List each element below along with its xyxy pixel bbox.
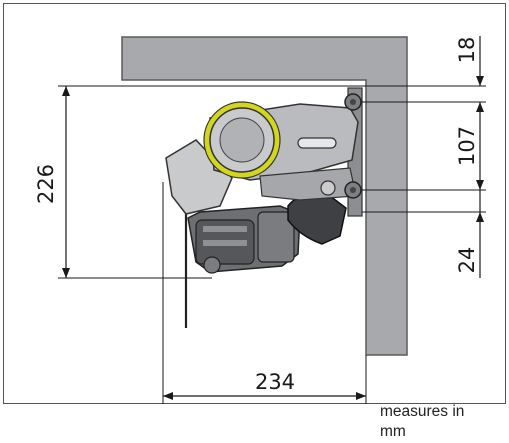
units-note: measures in mm — [380, 402, 509, 442]
drawing-frame — [3, 3, 506, 404]
left-bracket — [165, 139, 233, 215]
arrow-height-bottom — [62, 268, 70, 278]
units-note-line-2: mm — [380, 423, 406, 440]
dimension-label-top-offset: 18 — [455, 37, 479, 64]
dimension-label-mount-spacing: 107 — [455, 126, 479, 166]
dimension-label-bottom-offset: 24 — [455, 247, 479, 274]
arrow-bottom-offset — [476, 212, 484, 222]
lower-link-pin — [320, 180, 336, 196]
swing-arm-assembly — [165, 93, 362, 274]
dimension-right-stack: 18 107 24 — [362, 36, 486, 278]
dimension-total-height: 226 — [34, 85, 366, 279]
dimension-label-height: 226 — [34, 164, 58, 204]
arrow-width-left — [163, 392, 173, 400]
arm-slot — [297, 137, 337, 149]
arrow-mount-spacing — [476, 180, 484, 190]
pivot-hub-inner — [219, 117, 265, 163]
arrow-height-top — [62, 86, 70, 96]
arrow-top-offset-a — [476, 76, 484, 86]
lower-bolt-center — [350, 187, 356, 193]
motor-rib-1 — [203, 226, 247, 232]
units-note-line-1: measures in — [380, 403, 465, 420]
upper-bolt-center — [350, 99, 356, 105]
dimension-label-width: 234 — [255, 370, 295, 394]
gear-block — [257, 211, 295, 263]
dimension-total-width: 234 — [162, 182, 367, 404]
motor-end-cap — [203, 256, 221, 274]
motor-rib-2 — [203, 240, 247, 246]
arrow-width-right — [356, 392, 366, 400]
